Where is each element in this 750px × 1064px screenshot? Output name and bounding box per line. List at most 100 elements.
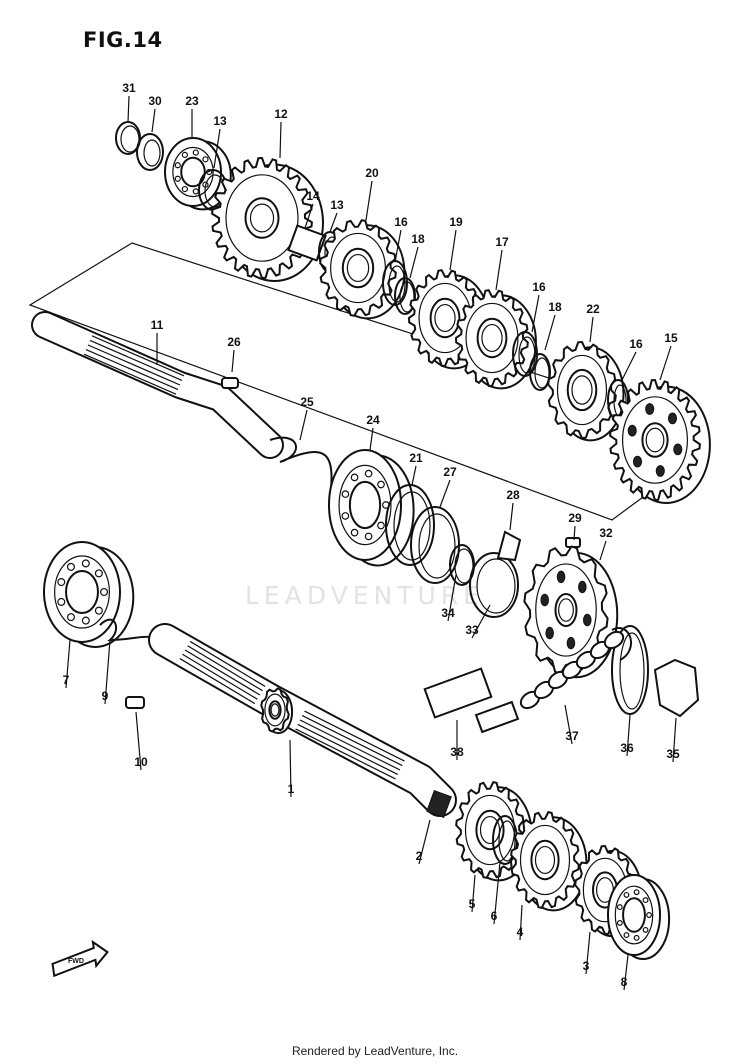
callout-leader-7 [65, 639, 71, 689]
callout-34: 34 [441, 606, 455, 620]
oil-seal-27 [410, 506, 460, 584]
callout-leader-37 [564, 704, 573, 745]
callout-leader-31 [127, 95, 130, 123]
nut-35 [653, 658, 700, 718]
callout-leader-16b [531, 294, 540, 333]
washer-36 [611, 625, 649, 715]
callout-13a: 13 [213, 114, 227, 128]
callout-leader-27 [439, 479, 451, 508]
callout-29: 29 [568, 511, 582, 525]
callout-leader-24 [369, 427, 374, 451]
callout-leader-12 [279, 121, 282, 159]
callout-leader-21 [411, 465, 417, 486]
gear-15 [609, 378, 711, 504]
callout-leader-25 [299, 409, 308, 441]
callout-7: 7 [63, 673, 70, 687]
callout-leader-18b [544, 314, 556, 351]
callout-leader-16c [621, 351, 637, 381]
callout-leader-30 [151, 108, 156, 133]
callout-13b: 13 [330, 198, 344, 212]
forward-arrow-icon [51, 939, 109, 978]
chain-37-run [611, 627, 632, 661]
callout-leader-2 [418, 819, 431, 865]
callout-leader-5 [471, 874, 476, 913]
callout-leader-13b [329, 212, 338, 233]
callout-18a: 18 [411, 232, 425, 246]
callout-31: 31 [122, 81, 136, 95]
needle-bearing-14 [287, 224, 327, 262]
callout-5: 5 [469, 897, 476, 911]
callout-21: 21 [409, 451, 423, 465]
callout-16c: 16 [629, 337, 643, 351]
callout-9: 9 [102, 689, 109, 703]
callout-leader-28 [509, 502, 514, 531]
driveshaft-1-gear [260, 687, 294, 735]
countershaft-11-splines [83, 335, 185, 395]
gear-17 [454, 289, 537, 390]
callout-37: 37 [565, 729, 579, 743]
footer-credit: Rendered by LeadVenture, Inc. [291, 1044, 459, 1058]
callout-leader-13a [213, 128, 221, 169]
callout-leader-35 [672, 717, 677, 763]
driveshaft-1-splines-a [179, 640, 266, 705]
callout-35: 35 [666, 747, 680, 761]
chain-link-37 [603, 630, 625, 650]
callout-leader-29 [573, 525, 576, 541]
oil-plate-25 [269, 436, 336, 511]
gear-22 [547, 340, 625, 442]
callout-33: 33 [465, 623, 479, 637]
washer-30 [136, 133, 164, 171]
callout-4: 4 [517, 925, 524, 939]
callout-11: 11 [151, 318, 164, 332]
callout-14: 14 [306, 189, 320, 203]
bolt-29 [565, 537, 581, 548]
watermark-text: LEADVENTURE [245, 581, 484, 610]
callout-leader-20 [365, 180, 373, 221]
callout-22: 22 [586, 302, 600, 316]
callout-8: 8 [621, 975, 628, 989]
callout-leader-10 [135, 711, 142, 771]
callout-16a: 16 [394, 215, 408, 229]
bearing-24 [328, 449, 415, 567]
callout-leader-16a [394, 229, 402, 263]
callout-12: 12 [274, 107, 288, 121]
callout-32: 32 [599, 526, 613, 540]
callout-19: 19 [449, 215, 463, 229]
o-ring-34 [449, 544, 475, 586]
callout-1: 1 [288, 782, 295, 796]
callout-leader-26 [231, 349, 235, 373]
circlip-31 [115, 121, 141, 155]
callout-10: 10 [134, 755, 148, 769]
callout-24: 24 [366, 413, 380, 427]
callout-15: 15 [664, 331, 678, 345]
callout-6: 6 [491, 909, 498, 923]
circlip-18-b [529, 353, 551, 391]
callout-leader-8 [623, 954, 629, 991]
callout-leader-19 [449, 229, 457, 271]
figure-title: FIG.14 [83, 28, 163, 52]
callout-leader-34 [447, 574, 457, 622]
callout-leader-15 [659, 345, 672, 381]
chain-clip-38 [474, 700, 520, 734]
callout-leader-18a [409, 246, 419, 279]
callout-leader-6 [493, 861, 501, 925]
gear-4 [510, 811, 588, 912]
callout-28: 28 [506, 488, 520, 502]
circlip-18-a [394, 277, 416, 315]
callout-leader-17 [495, 249, 503, 291]
callout-25: 25 [300, 395, 314, 409]
callout-leader-14 [304, 203, 314, 229]
bearing-7 [43, 541, 135, 648]
callout-leader-22 [589, 316, 594, 343]
driveshaft-1 [148, 623, 457, 817]
chain-joint-38 [423, 667, 493, 719]
callout-3: 3 [583, 959, 590, 973]
gear-20 [319, 219, 406, 320]
driveshaft-1-splines-b [295, 710, 405, 780]
forward-label: FWD [68, 958, 84, 965]
callout-26: 26 [227, 335, 241, 349]
callout-leader-32 [599, 540, 607, 561]
spacer-33 [469, 552, 519, 618]
